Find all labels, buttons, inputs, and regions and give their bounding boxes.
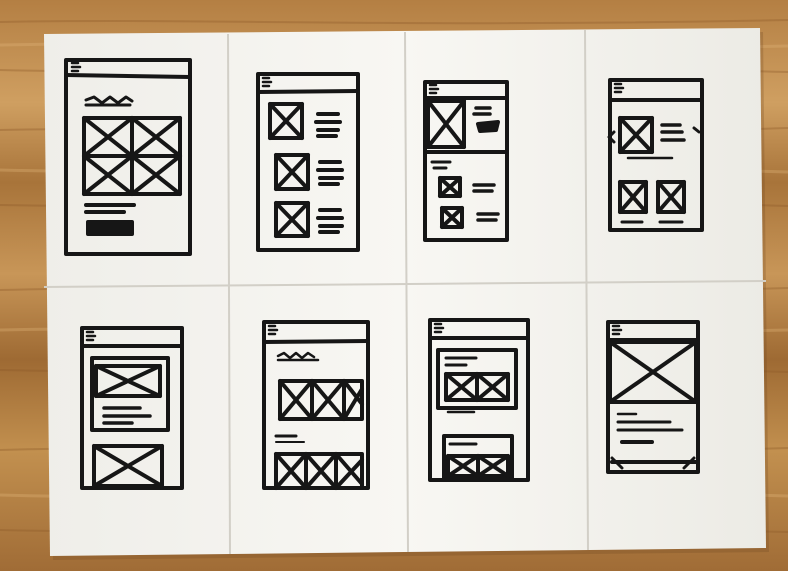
- photo-scene: [0, 0, 788, 571]
